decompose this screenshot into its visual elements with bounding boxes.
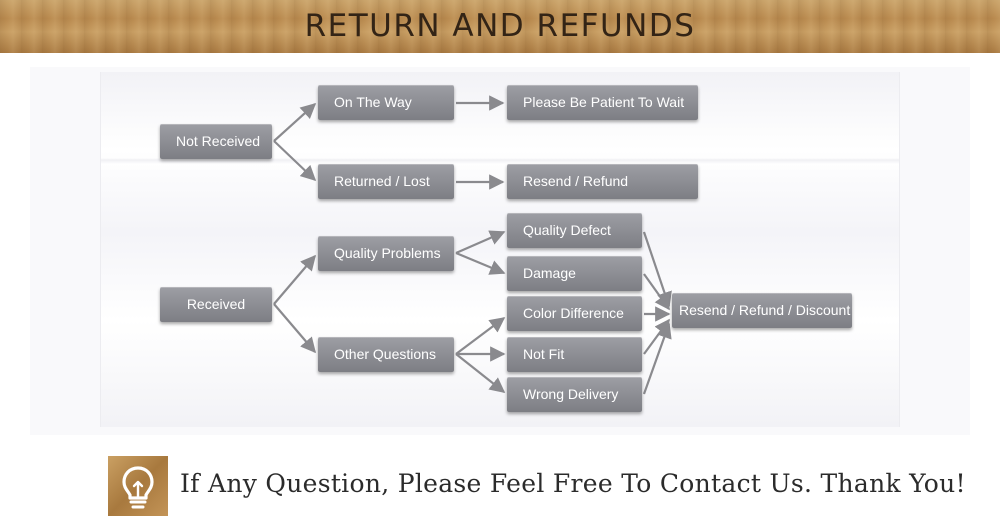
node-wrong-delivery: Wrong Delivery <box>507 377 642 412</box>
node-returned-lost: Returned / Lost <box>318 164 454 199</box>
header-banner: RETURN AND REFUNDS <box>0 0 1000 53</box>
node-please-be-patient: Please Be Patient To Wait <box>507 85 698 120</box>
arrow-not-received-to-returned-lost <box>273 140 317 182</box>
arrow-damage-to-final <box>643 273 670 311</box>
node-not-fit: Not Fit <box>507 337 642 372</box>
node-resend-refund-discount: Resend / Refund / Discount <box>672 293 852 328</box>
arrow-other-questions-to-wrong-delivery <box>455 353 506 393</box>
node-resend-refund: Resend / Refund <box>507 164 698 199</box>
arrow-other-questions-to-color-difference <box>455 317 506 355</box>
arrow-quality-defect-to-final <box>642 231 672 308</box>
node-quality-defect: Quality Defect <box>507 213 642 248</box>
arrow-wrong-delivery-to-final <box>642 322 672 395</box>
arrow-quality-problems-to-quality-defect <box>455 230 506 255</box>
contact-message: If Any Question, Please Feel Free To Con… <box>180 469 966 498</box>
node-received: Received <box>160 287 272 322</box>
arrow-received-to-quality-problems <box>273 254 317 305</box>
node-not-received: Not Received <box>160 124 272 159</box>
arrow-quality-problems-to-damage <box>455 251 506 275</box>
arrow-received-to-other-questions <box>273 303 317 354</box>
page-title: RETURN AND REFUNDS <box>304 8 696 44</box>
node-damage: Damage <box>507 256 642 291</box>
node-on-the-way: On The Way <box>318 85 454 120</box>
node-other-questions: Other Questions <box>318 337 454 372</box>
node-quality-problems: Quality Problems <box>318 236 454 271</box>
node-color-difference: Color Difference <box>507 296 642 331</box>
lightbulb-icon <box>108 456 168 516</box>
arrow-not-received-to-on-the-way <box>273 102 317 142</box>
